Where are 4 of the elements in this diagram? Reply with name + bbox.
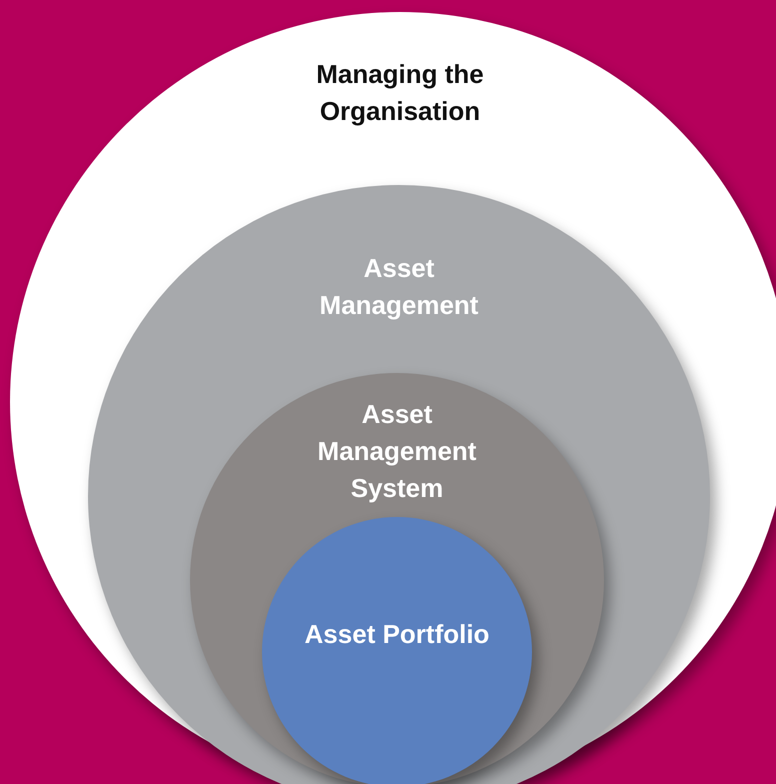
circle-label: Asset Management [318, 252, 480, 322]
circle-label: Asset Portfolio [304, 618, 490, 651]
circle-label: Asset Management System [316, 398, 478, 505]
circle-label: Managing the Organisation [315, 58, 485, 128]
